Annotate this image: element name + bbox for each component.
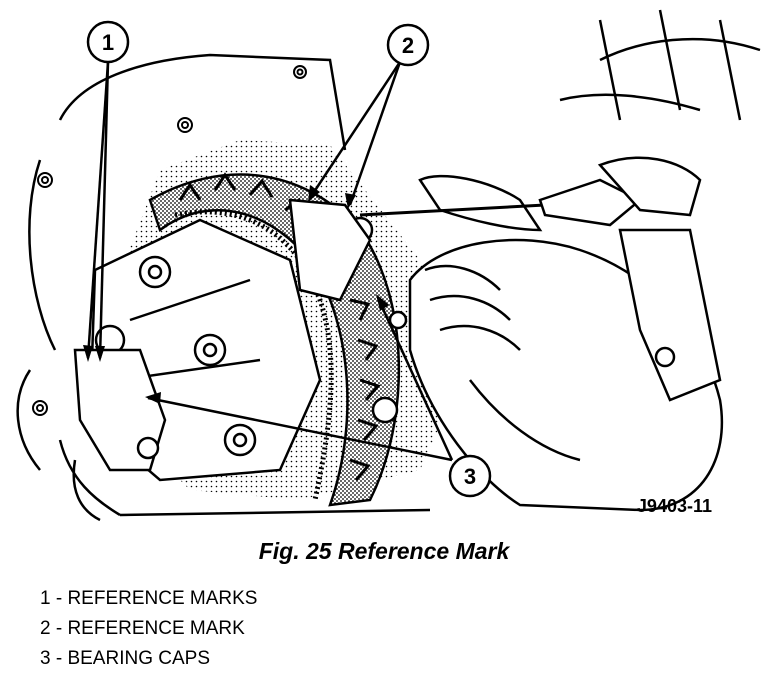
leader-lines <box>86 61 454 462</box>
callout-3: 3 <box>448 454 492 498</box>
callout-3-label: 3 <box>464 464 476 489</box>
legend: 1 - REFERENCE MARKS 2 - REFERENCE MARK 3… <box>40 584 257 674</box>
differential-illustration: 1 2 3 J9403-11 <box>16 9 761 522</box>
figure-caption: Fig. 25 Reference Mark <box>258 538 510 564</box>
housing-studs <box>32 65 307 416</box>
legend-item-1: 1 - REFERENCE MARKS <box>40 588 258 609</box>
bearing-cap-left <box>73 348 167 472</box>
figure-code: J9403-11 <box>637 496 712 516</box>
callout-1-label: 1 <box>102 30 114 55</box>
axle-housing <box>16 53 431 522</box>
leader-arrowheads <box>83 185 389 404</box>
legend-item-3: 3 - BEARING CAPS <box>40 648 210 669</box>
bracket <box>559 9 761 402</box>
legend-item-2: 2 - REFERENCE MARK <box>40 618 245 639</box>
callout-2-label: 2 <box>402 33 414 58</box>
bearing-cap-right <box>288 198 372 302</box>
callout-1: 1 <box>86 20 130 64</box>
callout-2: 2 <box>386 23 430 67</box>
